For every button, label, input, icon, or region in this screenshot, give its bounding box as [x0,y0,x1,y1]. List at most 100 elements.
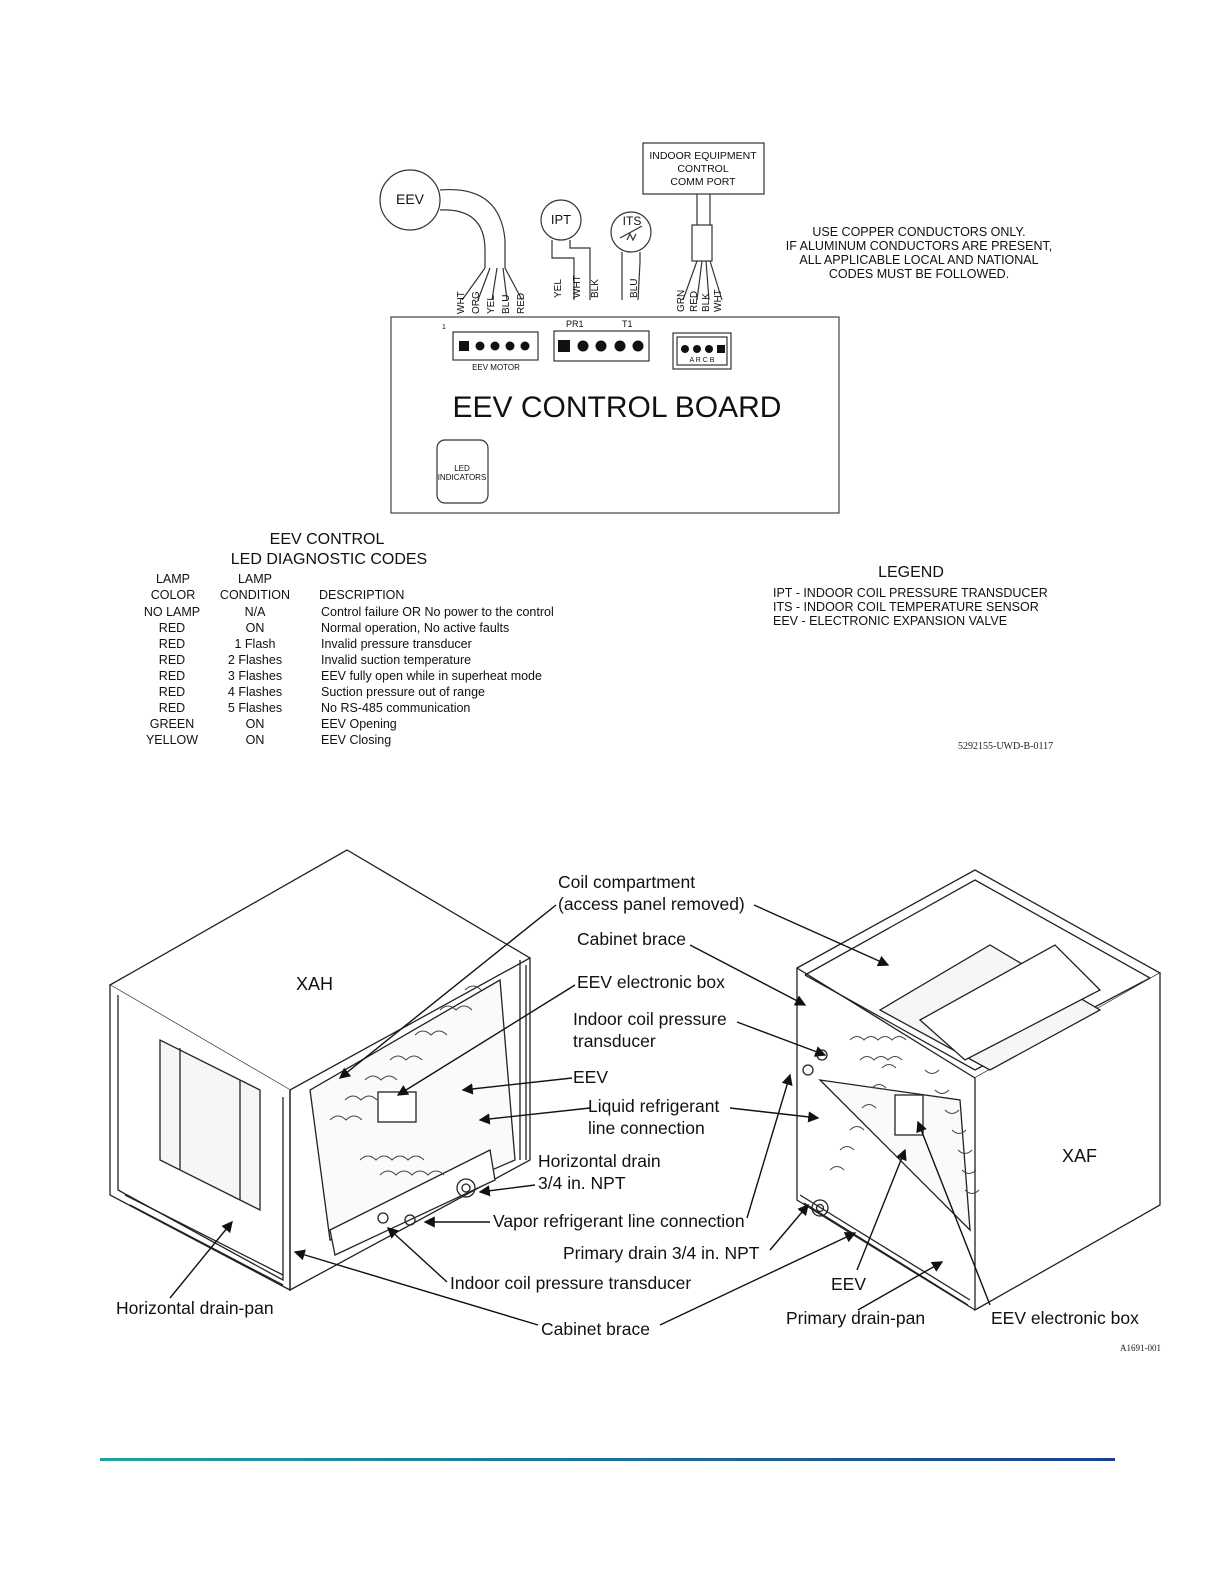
pin-one-label: 1 [442,324,446,331]
copper-note-1: USE COPPER CONDUCTORS ONLY. [812,225,1025,239]
comm-pins-label: A R C B [690,357,715,364]
pr1-t1-connector [553,330,650,362]
xaf-coil-texture [829,1036,980,1194]
led-label-1: LED [454,464,470,473]
xah-coil-texture [329,985,482,1176]
callout-liquid-line-1: Liquid refrigerant [588,1096,719,1116]
ipt-circle [540,199,582,241]
callout-horizontal-drain-1: Horizontal drain [538,1151,661,1171]
xaf-unit-illustration [795,869,1162,1312]
header-lamp-color-1: LAMP [156,572,190,586]
comm-port-line-1: INDOOR EQUIPMENT [649,150,757,162]
comm-port-line-3: COMM PORT [670,176,736,188]
board-title: EEV CONTROL BOARD [453,391,782,424]
copper-note-4: CODES MUST BE FOLLOWED. [829,267,1009,281]
table-row: GREEN ON EEV Opening [150,717,397,731]
code-description: EEV fully open while in superheat mode [321,669,542,683]
led-codes-table: EEV CONTROL LED DIAGNOSTIC CODES LAMP CO… [144,531,554,747]
eev-wire-label: BLU [501,295,512,314]
legend-title: LEGEND [878,564,944,581]
eev-motor-label: EEV MOTOR [472,363,520,372]
header-lamp-condition-1: LAMP [238,572,272,586]
xah-unit-illustration [108,849,532,1292]
legend-item: EEV - ELECTRONIC EXPANSION VALVE [773,614,1007,628]
callout-leaders [169,904,991,1326]
code-description: Suction pressure out of range [321,685,485,699]
copper-note-3: ALL APPLICABLE LOCAL AND NATIONAL [799,253,1038,267]
wiring-diagram [379,142,840,514]
comm-wire-label: GRN [676,290,687,312]
connector-pins [459,340,725,353]
figure-code-2: A1691-001 [1120,1343,1161,1353]
code-description: EEV Closing [321,733,391,747]
lamp-condition: 3 Flashes [228,669,282,683]
lamp-color: YELLOW [146,733,198,747]
figure-code: 5292155-UWD-B-0117 [958,741,1053,752]
lamp-color: NO LAMP [144,605,200,619]
header-description: DESCRIPTION [319,588,404,602]
table-row: RED 3 Flashes EEV fully open while in su… [159,669,542,683]
codes-title-1: EEV CONTROL [270,531,385,548]
t1-label: T1 [622,319,633,329]
code-description: No RS-485 communication [321,701,470,715]
lamp-color: RED [159,701,185,715]
table-row: NO LAMP N/A Control failure OR No power … [144,605,554,619]
legend-item: IPT - INDOOR COIL PRESSURE TRANSDUCER [773,586,1048,600]
eev-motor-connector [452,331,539,361]
legend: LEGEND IPT - INDOOR COIL PRESSURE TRANSD… [773,564,1053,752]
table-row: RED 1 Flash Invalid pressure transducer [159,637,472,651]
led-label-2: INDICATORS [438,473,487,482]
code-description: EEV Opening [321,717,397,731]
xah-label: XAH [296,974,333,994]
callout-horizontal-drain-pan: Horizontal drain-pan [116,1298,274,1318]
lamp-condition: 1 Flash [235,637,276,651]
callout-coil-compartment-1: Coil compartment [558,872,695,892]
lamp-color: RED [159,669,185,683]
comm-wire-label: WHT [713,289,724,312]
table-row: RED ON Normal operation, No active fault… [159,621,509,635]
callout-coil-compartment-2: (access panel removed) [558,894,745,914]
lamp-condition: 4 Flashes [228,685,282,699]
sensor-wire-label: WHT [572,275,583,298]
callout-primary-drain-pan: Primary drain-pan [786,1308,925,1328]
lamp-color: RED [159,621,185,635]
led-indicators-box [436,439,489,504]
xaf-label: XAF [1062,1146,1097,1166]
header-lamp-condition-2: CONDITION [220,588,290,602]
eev-wire-label: ORG [471,291,482,314]
callout-pressure-transducer-2: transducer [573,1031,656,1051]
callout-eev-bottom: EEV [831,1274,866,1294]
callout-labels: XAH XAF Coil compartment (access panel r… [116,872,1161,1353]
legend-item: ITS - INDOOR COIL TEMPERATURE SENSOR [773,600,1039,614]
code-description: Invalid suction temperature [321,653,471,667]
sensor-wire-label: BLU [629,279,640,298]
lamp-condition: ON [246,733,265,747]
callout-primary-drain: Primary drain 3/4 in. NPT [563,1243,760,1263]
lamp-condition: ON [246,621,265,635]
codes-title-2: LED DIAGNOSTIC CODES [231,551,427,568]
lamp-condition: ON [246,717,265,731]
lamp-color: RED [159,685,185,699]
comm-port-line-2: CONTROL [677,163,728,175]
eev-motor-circle [379,169,441,231]
callout-horizontal-drain-2: 3/4 in. NPT [538,1173,626,1193]
copper-note-2: IF ALUMINUM CONDUCTORS ARE PRESENT, [786,239,1052,253]
footer-rule [100,1458,1115,1461]
code-description: Invalid pressure transducer [321,637,472,651]
lamp-color: GREEN [150,717,194,731]
eev-wire-label: WHT [456,291,467,314]
its-label: ITS [623,214,642,228]
callout-pressure-transducer-1: Indoor coil pressure [573,1009,727,1029]
ipt-label: IPT [551,212,571,227]
lamp-condition: N/A [245,605,267,619]
table-row: RED 2 Flashes Invalid suction temperatur… [159,653,471,667]
table-row: YELLOW ON EEV Closing [146,733,391,747]
comm-connector [672,332,732,370]
eev-wire-label: RED [516,293,527,314]
callout-eev-box-top: EEV electronic box [577,972,725,992]
lamp-condition: 5 Flashes [228,701,282,715]
callout-vapor-line: Vapor refrigerant line connection [493,1211,745,1231]
sensor-wire-label: BLK [590,279,601,298]
callout-eev-box-bottom: EEV electronic box [991,1308,1139,1328]
